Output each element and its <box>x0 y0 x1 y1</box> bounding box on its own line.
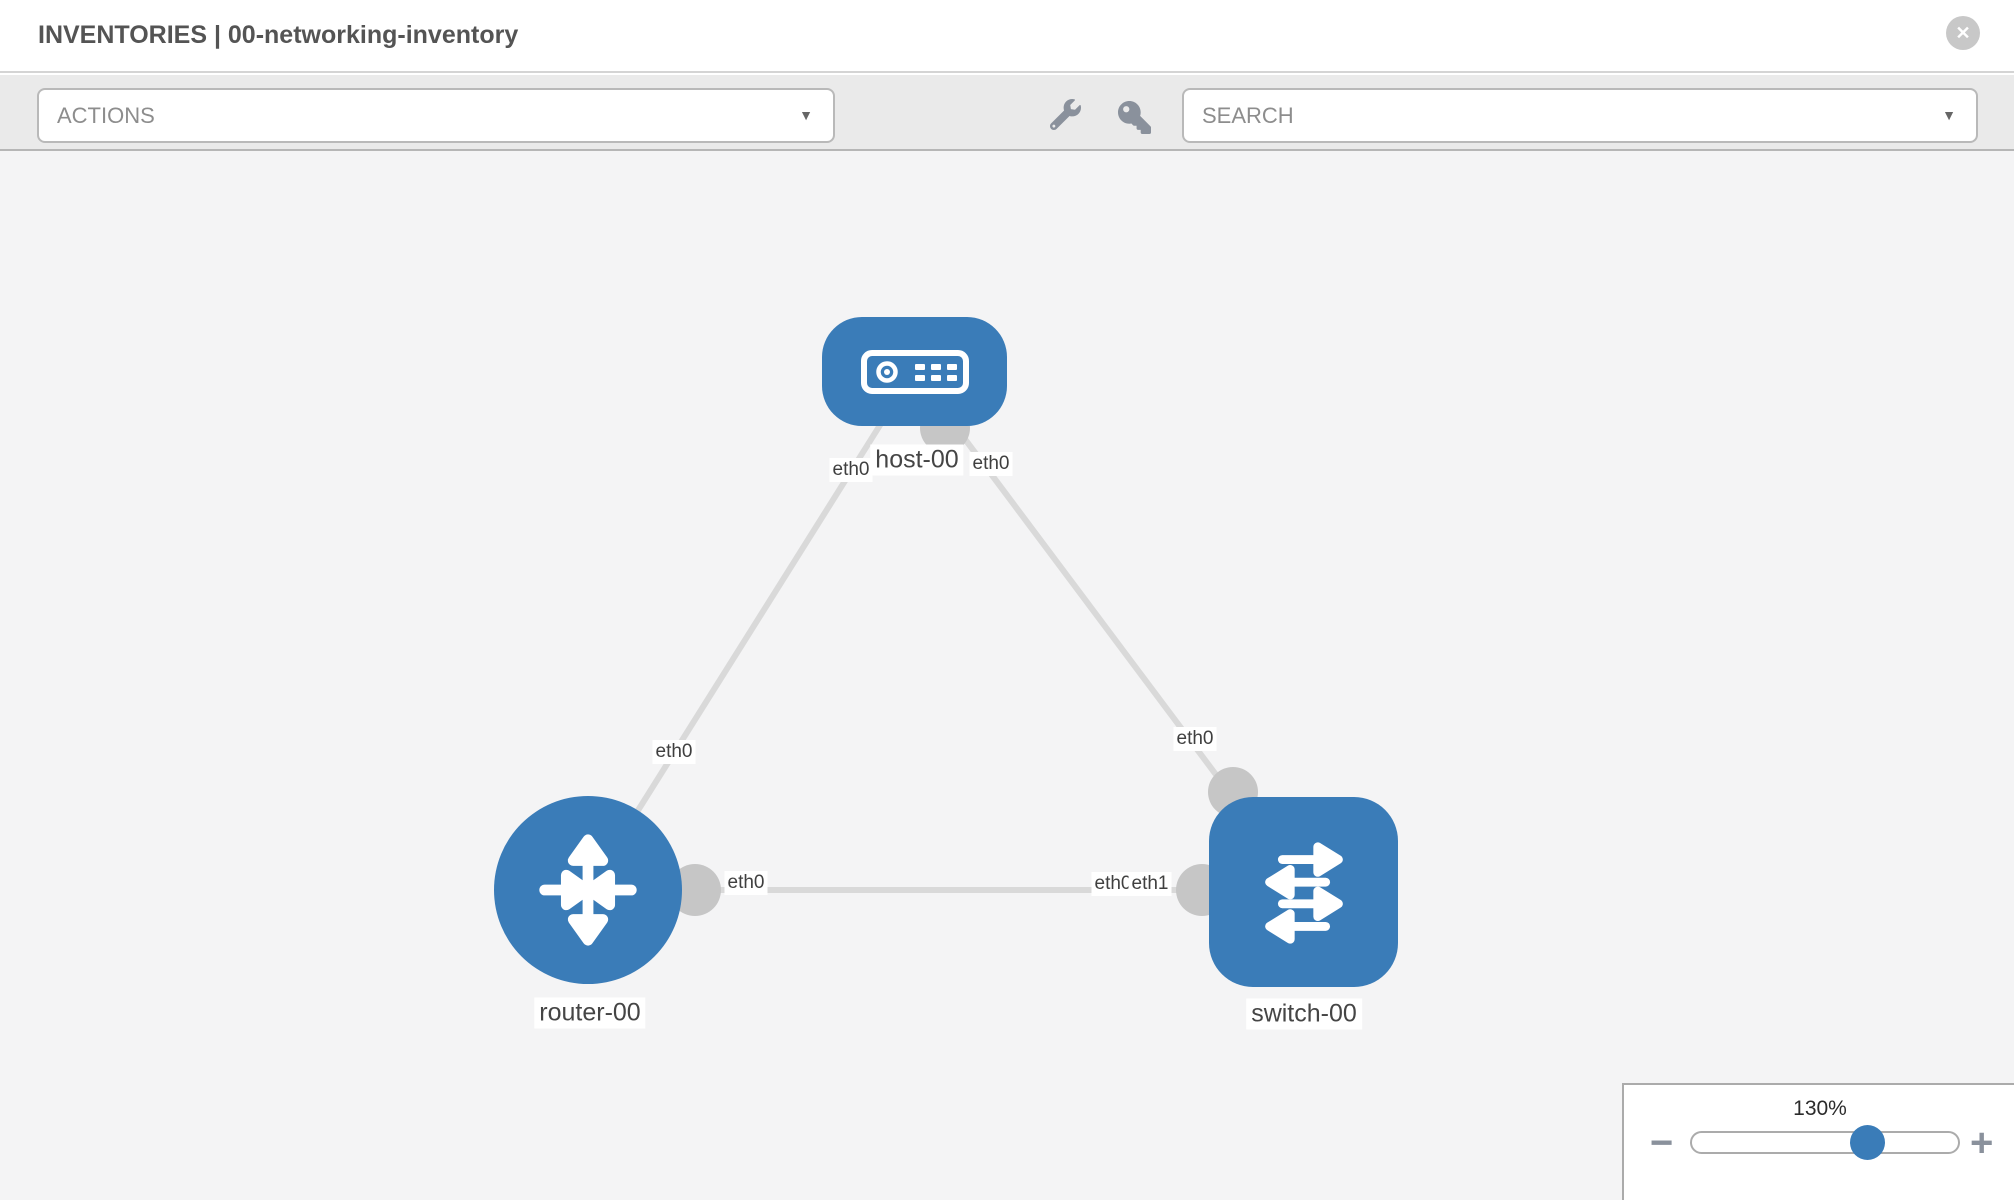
zoom-slider[interactable] <box>1690 1125 1960 1160</box>
toolbar: ACTIONS ▼ SEARCH ▼ <box>0 75 2014 151</box>
interface-label: eth0 <box>969 452 1013 476</box>
node-label-host: host-00 <box>870 444 964 476</box>
page-title: INVENTORIES | 00-networking-inventory <box>38 21 519 49</box>
actions-dropdown[interactable]: ACTIONS ▼ <box>37 88 835 143</box>
interface-label: eth0 <box>1173 727 1217 751</box>
switch-icon <box>1264 842 1343 944</box>
chevron-down-icon: ▼ <box>1942 107 1956 123</box>
interface-label: eth0 <box>724 871 768 895</box>
zoom-in-button[interactable]: + <box>1970 1121 1994 1165</box>
key-icon <box>1118 101 1151 134</box>
zoom-level-value: 130% <box>1793 1097 1847 1120</box>
node-router-00[interactable] <box>494 796 682 984</box>
node-label-router: router-00 <box>534 997 646 1029</box>
interface-label: eth0 <box>829 458 873 482</box>
interface-label: eth0 <box>1091 872 1135 896</box>
zoom-control-panel: 130% − + <box>1622 1083 2014 1200</box>
window-header: INVENTORIES | 00-networking-inventory ✕ <box>0 0 2014 73</box>
search-dropdown[interactable]: SEARCH ▼ <box>1182 88 1978 143</box>
configure-tool-button[interactable] <box>1050 99 1081 130</box>
connector-dot-router-right <box>669 864 721 916</box>
interface-label: eth1 <box>1128 872 1172 896</box>
zoom-out-button[interactable]: − <box>1650 1121 1674 1165</box>
node-host-00[interactable] <box>822 317 1007 426</box>
wrench-icon <box>1050 99 1081 130</box>
topology-edges <box>585 369 1306 916</box>
edge-host-router <box>585 369 917 892</box>
host-icon <box>860 349 969 394</box>
actions-dropdown-label: ACTIONS <box>57 103 155 128</box>
router-icon <box>539 834 637 946</box>
close-icon: ✕ <box>1955 23 1971 43</box>
node-switch-00[interactable] <box>1209 797 1398 987</box>
interface-label: eth0 <box>652 740 696 764</box>
zoom-slider-thumb[interactable] <box>1850 1125 1885 1160</box>
chevron-down-icon: ▼ <box>799 107 813 123</box>
search-dropdown-label: SEARCH <box>1202 103 1294 128</box>
close-button[interactable]: ✕ <box>1946 16 1980 50</box>
node-label-switch: switch-00 <box>1246 998 1362 1030</box>
credentials-tool-button[interactable] <box>1118 101 1151 134</box>
topology-canvas[interactable]: host-00 router-00 switch-00 eth0 eth0 et… <box>0 151 2014 1200</box>
